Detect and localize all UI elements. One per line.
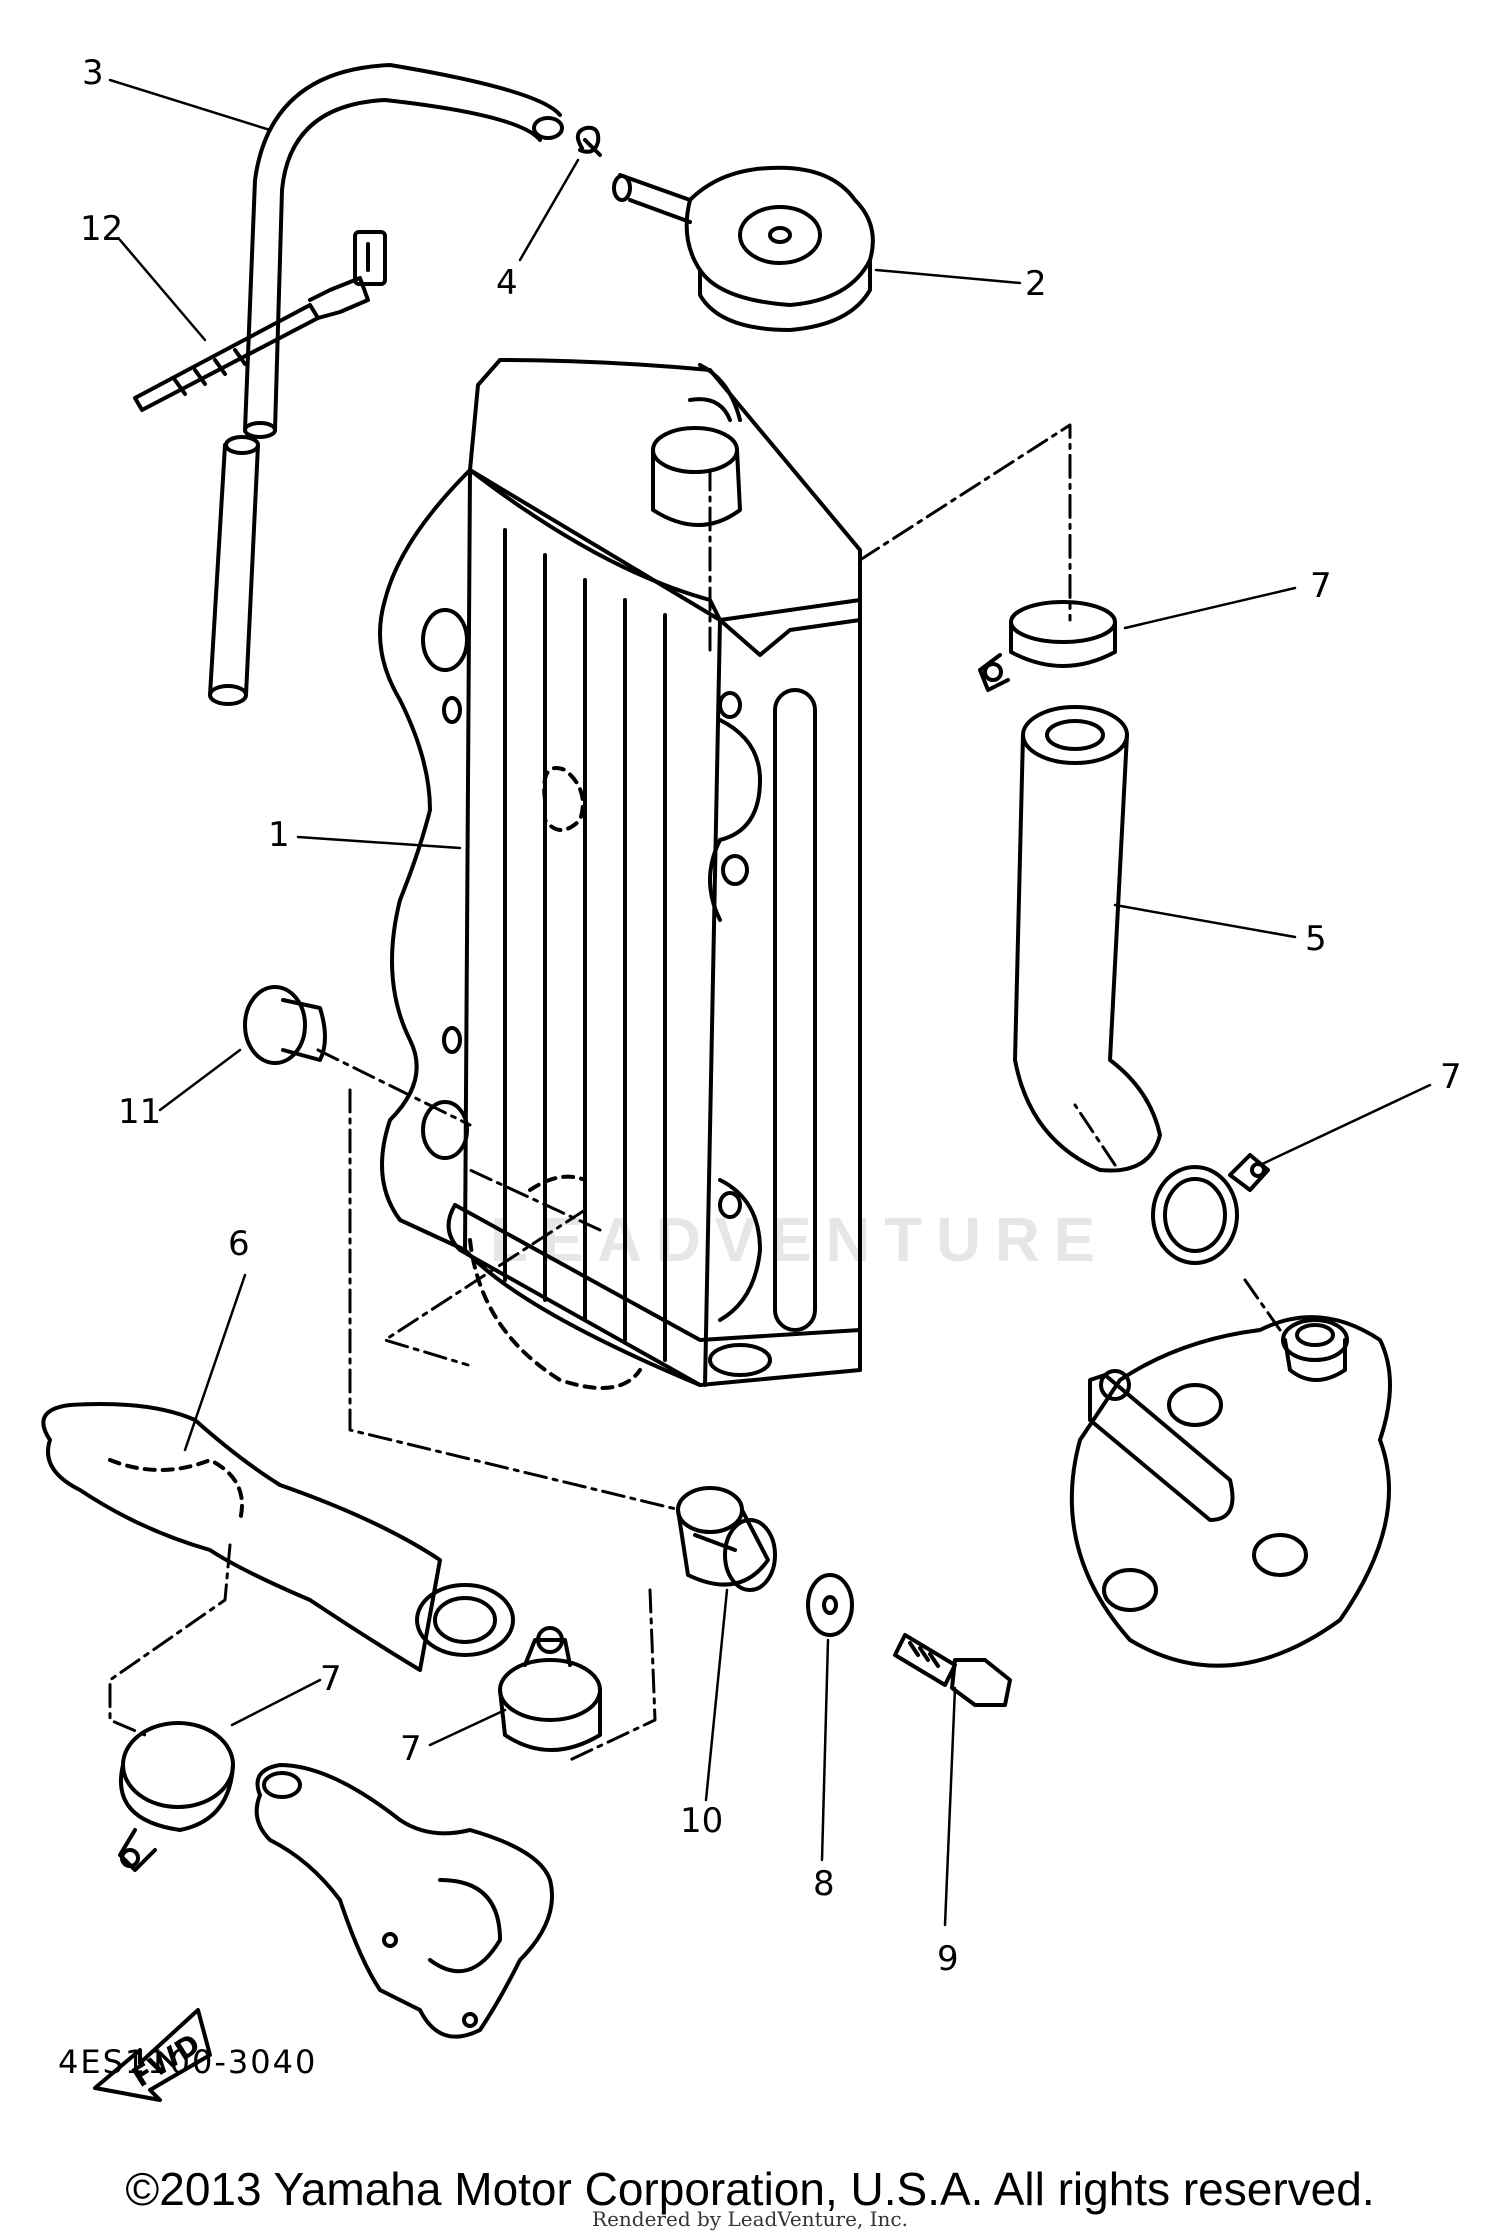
water-pump-cover bbox=[254, 1763, 554, 2039]
cable-tie bbox=[133, 230, 387, 412]
collar bbox=[243, 985, 327, 1065]
upper-hose bbox=[1013, 705, 1162, 1173]
hose-clip bbox=[575, 125, 602, 157]
callout-5: 5 bbox=[1305, 919, 1327, 959]
hose-clamp-lower-left bbox=[118, 1721, 235, 1872]
overflow-hose bbox=[208, 63, 564, 706]
radiator bbox=[378, 358, 862, 1390]
callout-8: 8 bbox=[813, 1864, 835, 1904]
callout-3: 3 bbox=[82, 53, 104, 93]
leader-lines bbox=[108, 78, 1432, 1927]
lower-hose bbox=[41, 1402, 515, 1672]
hose-clamp-lower-middle bbox=[498, 1626, 602, 1752]
callout-7-lower-middle: 7 bbox=[400, 1729, 422, 1769]
callout-7-lower-left: 7 bbox=[320, 1659, 342, 1699]
callout-7-upper: 7 bbox=[1310, 566, 1332, 606]
cylinder-head bbox=[1069, 1315, 1392, 1668]
callout-9: 9 bbox=[937, 1939, 959, 1979]
callout-6: 6 bbox=[228, 1224, 250, 1264]
radiator-cap bbox=[612, 165, 875, 332]
assembly-lines bbox=[108, 423, 1282, 1762]
callout-1: 1 bbox=[268, 815, 290, 855]
hose-clamp-upper bbox=[978, 600, 1117, 692]
copyright-notice: ©2013 Yamaha Motor Corporation, U.S.A. A… bbox=[125, 2163, 1375, 2215]
drawing-code: 4ES1100-3040 bbox=[58, 2043, 318, 2081]
hose-clamp-right bbox=[1151, 1153, 1270, 1265]
bolt bbox=[893, 1633, 1012, 1707]
callout-4: 4 bbox=[496, 263, 518, 303]
callout-numbers: 3 12 4 2 7 5 1 11 6 7 7 7 10 8 9 bbox=[80, 53, 1462, 1979]
watermark: LEADVENTURE bbox=[490, 1206, 1110, 1275]
rendered-by-notice: Rendered by LeadVenture, Inc. bbox=[592, 2207, 908, 2231]
callout-11: 11 bbox=[118, 1092, 161, 1132]
grommet bbox=[676, 1486, 777, 1592]
callout-10: 10 bbox=[680, 1801, 723, 1841]
callout-12: 12 bbox=[80, 209, 123, 249]
washer bbox=[806, 1573, 854, 1637]
callout-2: 2 bbox=[1025, 264, 1047, 304]
callout-7-right: 7 bbox=[1440, 1057, 1462, 1097]
